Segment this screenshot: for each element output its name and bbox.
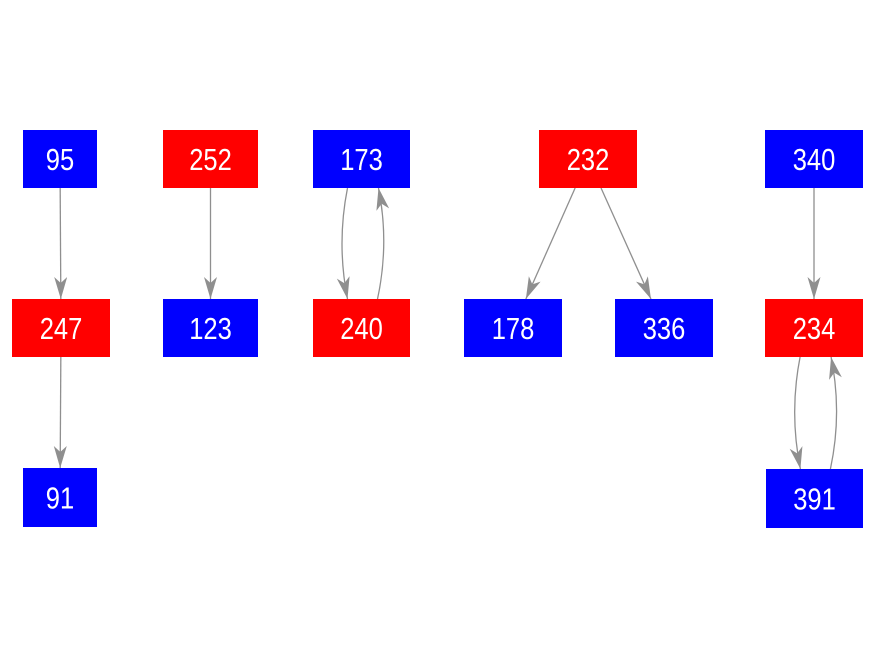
edge-173-240 xyxy=(336,187,350,300)
node-label-123: 123 xyxy=(189,311,232,346)
node-label-178: 178 xyxy=(492,311,535,346)
node-box-391 xyxy=(766,469,863,528)
edge-layer xyxy=(53,187,842,470)
node-label-391: 391 xyxy=(793,482,836,517)
edge-240-173 xyxy=(376,187,390,300)
node-label-252: 252 xyxy=(189,142,232,177)
edge-232-178 xyxy=(525,187,576,300)
graph-node-123: 123 xyxy=(163,299,258,357)
node-label-91: 91 xyxy=(46,481,74,516)
graph-node-340: 340 xyxy=(765,130,863,188)
graph-node-178: 178 xyxy=(464,299,562,357)
node-label-232: 232 xyxy=(567,142,610,177)
node-label-336: 336 xyxy=(643,311,686,346)
graph-node-247: 247 xyxy=(12,299,110,357)
node-box-252 xyxy=(163,130,258,188)
edge-247-91 xyxy=(53,356,67,469)
node-box-247 xyxy=(12,299,110,357)
node-box-340 xyxy=(765,130,863,188)
node-box-91 xyxy=(23,468,97,527)
graph-node-232: 232 xyxy=(539,130,637,188)
node-box-234 xyxy=(765,299,863,357)
node-box-336 xyxy=(615,299,713,357)
node-box-173 xyxy=(313,130,410,188)
graph-node-240: 240 xyxy=(313,299,410,357)
node-layer: 95 252 173 232 340 247 123 240 178 336 234 91 391 xyxy=(12,130,863,528)
node-label-95: 95 xyxy=(46,142,74,177)
graph-node-95: 95 xyxy=(23,130,97,188)
edge-95-247 xyxy=(54,187,68,300)
edge-232-336 xyxy=(600,187,652,300)
node-label-234: 234 xyxy=(793,311,836,346)
edge-234-391 xyxy=(789,356,803,470)
node-label-173: 173 xyxy=(340,142,383,177)
graph-node-252: 252 xyxy=(163,130,258,188)
node-box-178 xyxy=(464,299,562,357)
node-box-240 xyxy=(313,299,410,357)
graph-node-173: 173 xyxy=(313,130,410,188)
graph-node-234: 234 xyxy=(765,299,863,357)
edge-391-234 xyxy=(829,356,842,470)
graph-node-91: 91 xyxy=(23,468,97,527)
node-box-123 xyxy=(163,299,258,357)
graph-node-336: 336 xyxy=(615,299,713,357)
node-label-240: 240 xyxy=(340,311,383,346)
graph-node-391: 391 xyxy=(766,469,863,528)
node-box-232 xyxy=(539,130,637,188)
node-label-340: 340 xyxy=(793,142,836,177)
node-label-247: 247 xyxy=(40,311,83,346)
node-box-95 xyxy=(23,130,97,188)
